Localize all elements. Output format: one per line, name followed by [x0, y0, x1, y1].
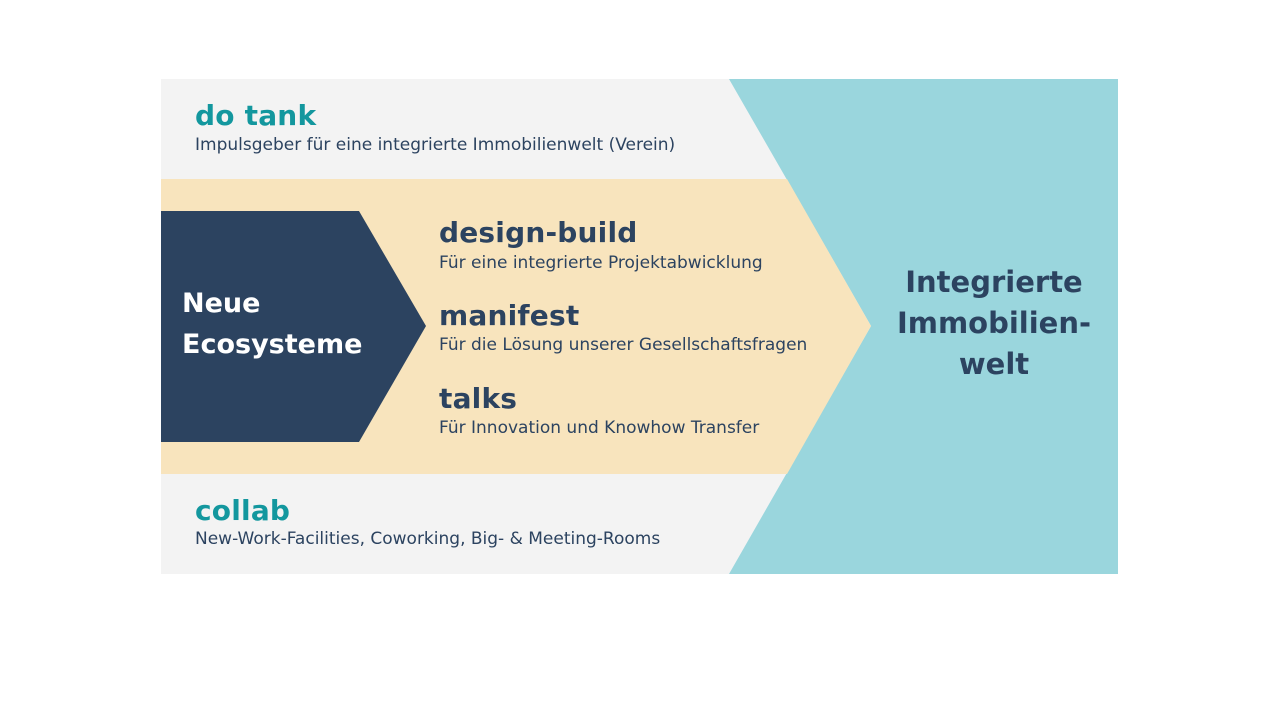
manifest-title: manifest — [439, 299, 580, 332]
collab-subtitle: New-Work-Facilities, Coworking, Big- & M… — [195, 529, 661, 549]
design-build-title: design-build — [439, 216, 638, 249]
result-teal-shape — [729, 79, 1118, 574]
collab-title: collab — [195, 494, 291, 527]
talks-title: talks — [439, 382, 518, 415]
result-line-2: Immobilien- — [896, 306, 1092, 340]
do-tank-subtitle: Impulsgeber für eine integrierte Immobil… — [195, 135, 676, 155]
result-line-3: welt — [958, 347, 1030, 381]
navy-chevron-arrow — [161, 211, 426, 442]
source-line-1: Neue — [182, 288, 261, 319]
source-block-label: Neue Ecosysteme — [182, 283, 412, 365]
design-build-subtitle: Für eine integrierte Projektabwicklung — [439, 253, 763, 273]
result-block-label: Integrierte Immobilien- welt — [884, 262, 1104, 385]
source-line-2: Ecosysteme — [182, 329, 363, 360]
do-tank-title: do tank — [195, 99, 317, 132]
talks-subtitle: Für Innovation und Knowhow Transfer — [439, 418, 760, 438]
result-line-1: Integrierte — [905, 265, 1083, 299]
manifest-subtitle: Für die Lösung unserer Gesellschaftsfrag… — [439, 335, 808, 355]
